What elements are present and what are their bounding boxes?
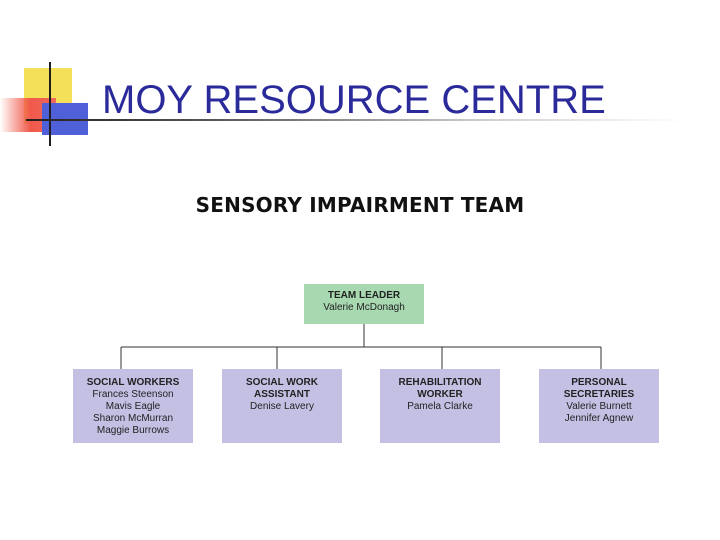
unit-heading: ASSISTANT [222, 389, 342, 401]
social-work-assistant-box: SOCIAL WORK ASSISTANT Denise Lavery [222, 369, 342, 443]
personal-secretaries-box: PERSONAL SECRETARIES Valerie Burnett Jen… [539, 369, 659, 443]
team-leader-box: TEAM LEADER Valerie McDonagh [304, 284, 424, 324]
staff-name: Frances Steenson [73, 389, 193, 401]
unit-heading: SECRETARIES [539, 389, 659, 401]
staff-name: Sharon McMurran [73, 413, 193, 425]
unit-heading: SOCIAL WORK [222, 377, 342, 389]
unit-heading: WORKER [380, 389, 500, 401]
staff-name: Pamela Clarke [380, 401, 500, 413]
staff-name: Denise Lavery [222, 401, 342, 413]
unit-heading: PERSONAL [539, 377, 659, 389]
team-leader-name: Valerie McDonagh [304, 302, 424, 314]
unit-heading: REHABILITATION [380, 377, 500, 389]
staff-name: Mavis Eagle [73, 401, 193, 413]
staff-name: Jennifer Agnew [539, 413, 659, 425]
staff-name: Maggie Burrows [73, 425, 193, 437]
rehabilitation-worker-box: REHABILITATION WORKER Pamela Clarke [380, 369, 500, 443]
social-workers-box: SOCIAL WORKERS Frances Steenson Mavis Ea… [73, 369, 193, 443]
staff-name: Valerie Burnett [539, 401, 659, 413]
unit-heading: SOCIAL WORKERS [73, 377, 193, 389]
team-leader-heading: TEAM LEADER [304, 290, 424, 302]
